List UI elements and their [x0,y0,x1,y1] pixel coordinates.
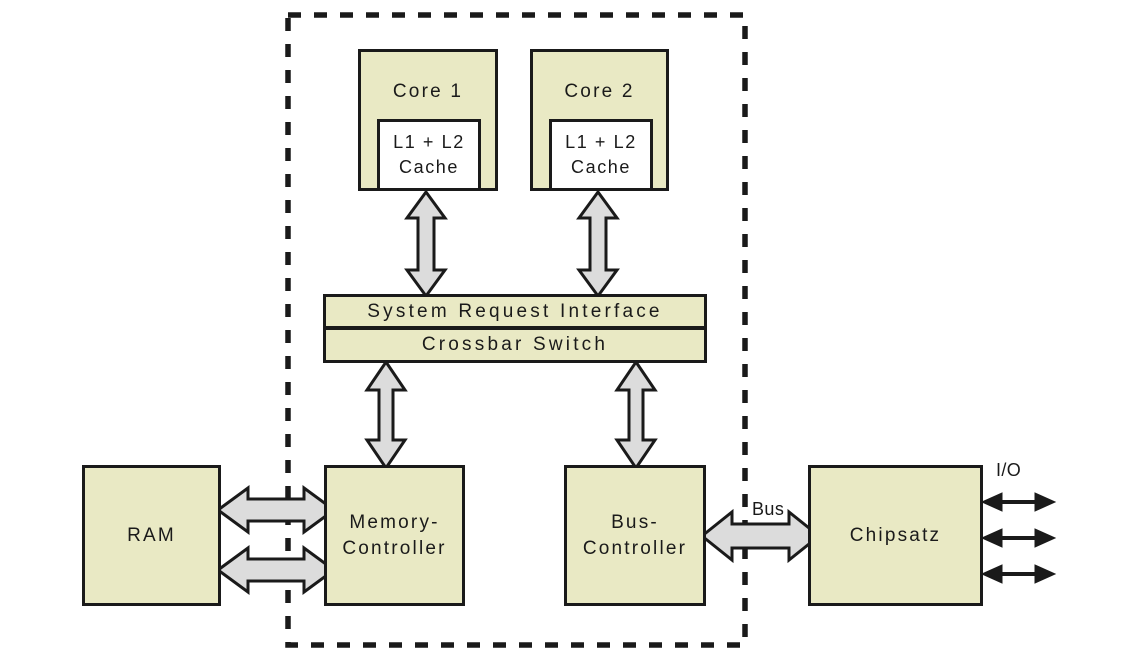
core-2-cache-label-line2: Cache [570,157,632,177]
bus-controller-label-line1: Bus- [611,511,659,533]
crossbar-switch-block[interactable]: Crossbar Switch [323,328,707,363]
cpu-package-dashed-boundary [285,12,748,648]
arrow-ram-to-memory-controller-lower [215,545,337,595]
arrow-ram-to-memory-controller-upper [215,485,337,535]
chipset-label: Chipsatz [849,524,942,546]
system-request-interface-block[interactable]: System Request Interface [323,294,707,328]
arrow-crossbar-to-bus-controller [614,359,658,471]
bus-controller-label-line2: Controller [582,537,688,559]
system-request-interface-label: System Request Interface [367,300,663,322]
core-1-label: Core 1 [392,81,464,102]
chipset-block[interactable]: Chipsatz [808,465,983,606]
bus-connection-label: Bus [752,499,785,519]
bus-controller-block[interactable]: Bus- Controller [564,465,706,606]
chipset-io-3 [980,564,1057,584]
arrow-crossbar-to-memory-controller [364,359,408,471]
chipset-io-arrows [980,492,1057,584]
arrow-core1-to-sri [404,189,448,299]
memory-controller-label-line1: Memory- [349,511,440,533]
core-1-cache-label-line1: L1 + L2 [393,132,465,152]
core-1-cache-block[interactable]: L1 + L2 Cache [377,119,481,191]
crossbar-switch-label: Crossbar Switch [421,334,609,355]
chipset-io-2 [980,528,1057,548]
core-2-cache-block[interactable]: L1 + L2 Cache [549,119,653,191]
chipset-io-1 [980,492,1057,512]
memory-controller-block[interactable]: Memory- Controller [324,465,465,606]
io-label: I/O [996,460,1022,480]
core-2-label: Core 2 [564,81,635,102]
ram-label: RAM [127,524,176,546]
core-1-cache-label-line2: Cache [398,157,460,177]
memory-controller-label-line2: Controller [342,537,447,559]
arrow-core2-to-sri [576,189,620,299]
core-2-cache-label-line1: L1 + L2 [565,132,637,152]
ram-block[interactable]: RAM [82,465,221,606]
